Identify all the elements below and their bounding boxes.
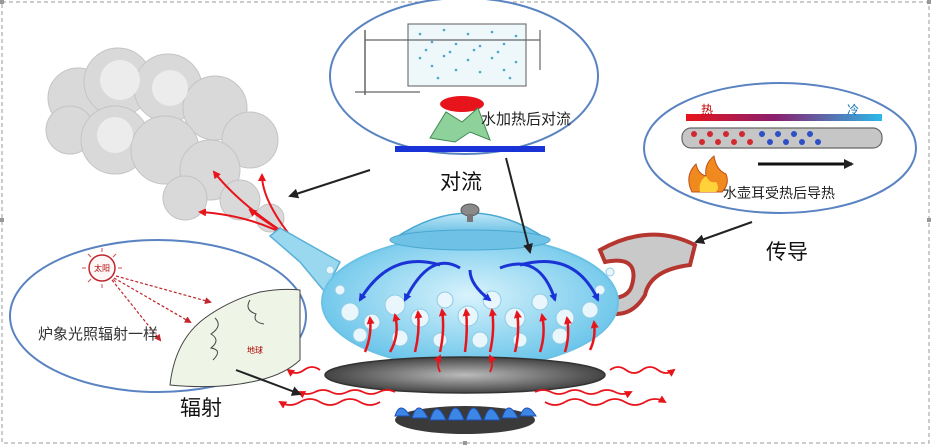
caption-conduction: 水壶耳受热后导热 — [723, 183, 835, 203]
inset-base — [395, 146, 545, 152]
arrow-convection-to-steam — [290, 170, 370, 196]
convection-inset — [330, 0, 598, 154]
label-convection: 对流 — [440, 166, 482, 196]
conduction-rod — [682, 128, 882, 148]
caption-convection: 水加热后对流 — [481, 108, 571, 129]
arrow-conduction-to-handle — [696, 222, 752, 242]
stove — [325, 357, 605, 434]
label-radiation: 辐射 — [180, 392, 222, 422]
tag-sun: 太阳 — [94, 263, 110, 274]
kettle-knob-stem — [467, 214, 473, 222]
stove-plate — [325, 357, 605, 393]
tag-hot: 热 — [701, 101, 713, 118]
caption-radiation: 炉象光照辐射一样 — [38, 323, 158, 344]
radiation-inset — [10, 240, 306, 392]
tag-cold: 冷 — [847, 101, 859, 118]
label-conduction: 传导 — [766, 236, 808, 266]
tag-earth: 地球 — [247, 345, 263, 356]
